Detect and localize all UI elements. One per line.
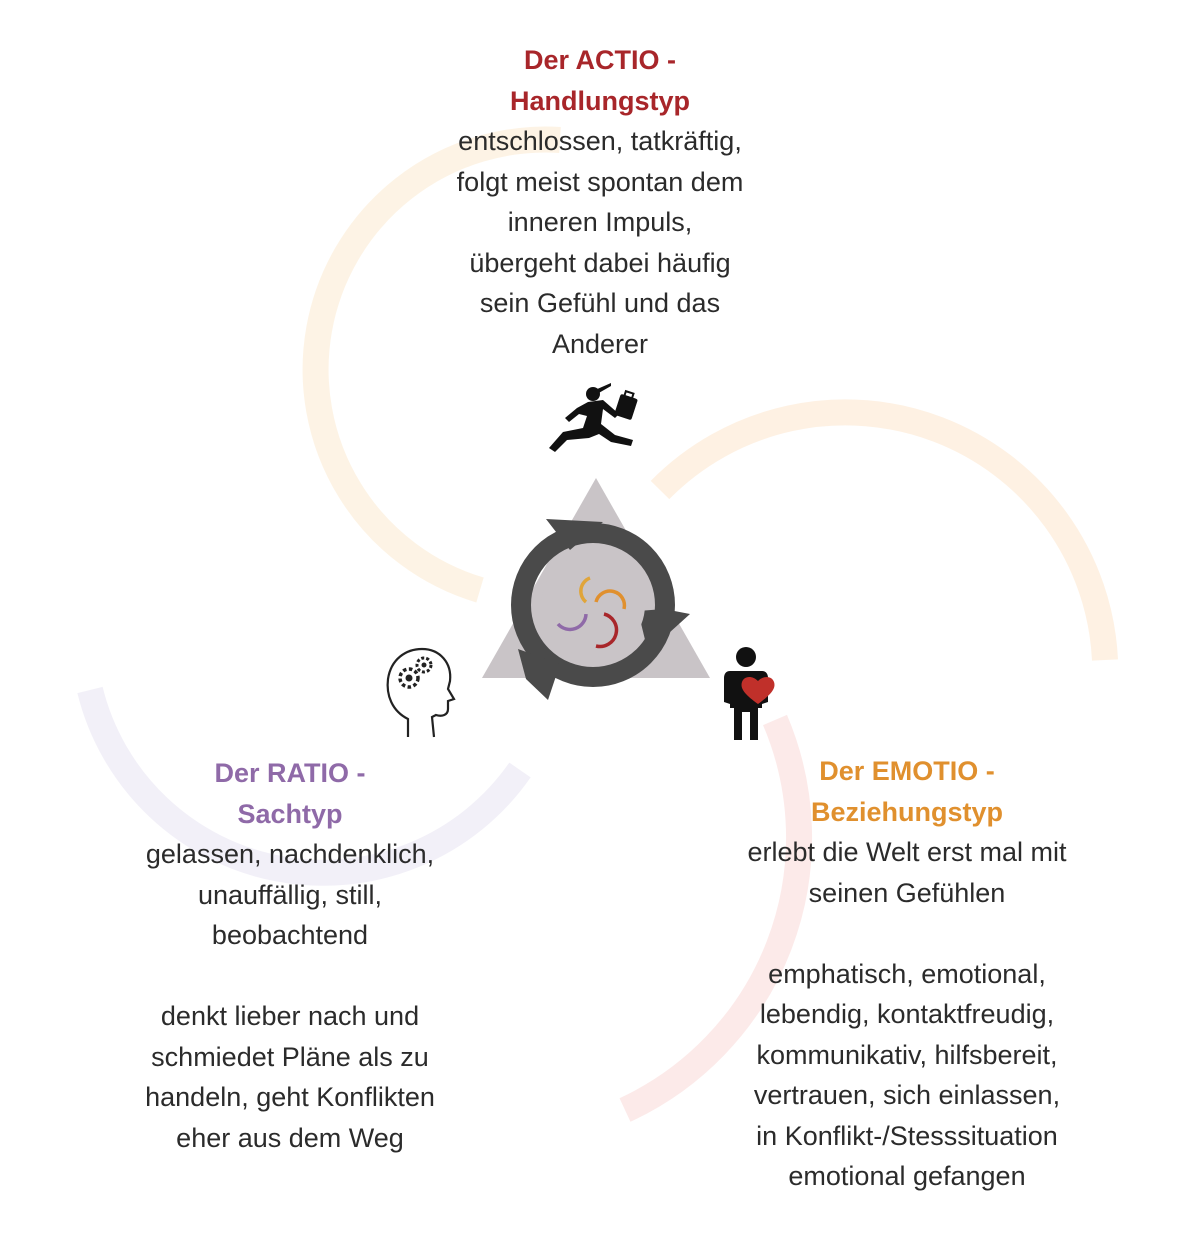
running-businessman-icon [549,383,638,452]
emotio-text-line: vertrauen, sich einlassen, [753,1080,1061,1110]
background-arc-orange [302,126,561,603]
actio-text-line: sein Gefühl und das [479,288,721,318]
emotio-text-line: erlebt die Welt erst mal mit [747,837,1067,867]
ratio-text-line: handeln, geht Konflikten [145,1082,435,1112]
actio-text-line: entschlossen, tatkräftig, [458,126,742,156]
actio-title-line-2: Handlungstyp [510,85,690,116]
ratio-text-line: eher aus dem Weg [176,1122,404,1153]
emotio-text-line: in Konflikt-/Stesssituation [756,1120,1058,1151]
cycle-arrows-triangle-icon [482,478,710,700]
emotio-text-line: emphatisch, emotional, [768,958,1046,989]
ratio-text-line: gelassen, nachdenklich, [145,839,435,869]
paragraph-gap [712,913,1102,954]
emotio-text-line: lebendig, kontaktfreudig, [759,999,1055,1029]
actio-text-line: übergeht dabei häufig [469,247,731,278]
ratio-text-line: unauffällig, still, [197,879,383,910]
ratio-block: Der RATIO - Sachtyp gelassen, nachdenkli… [110,753,470,1158]
emotio-block: Der EMOTIO - Beziehungstyp erlebt die We… [712,751,1102,1197]
emotio-text-line: emotional gefangen [788,1161,1026,1191]
emotio-title-line-2: Beziehungstyp [810,796,1004,827]
emotio-title-line-1: Der EMOTIO - [819,756,995,786]
head-with-gears-icon [386,647,456,738]
actio-title-line-1: Der ACTIO - [523,45,676,75]
actio-block: Der ACTIO - Handlungstyp entschlossen, t… [400,40,800,364]
actio-text-line: folgt meist spontan dem [456,166,744,197]
emotio-text-line: seinen Gefühlen [808,877,1006,908]
actio-text-line: Anderer [551,328,649,359]
ratio-title-line-2: Sachtyp [237,798,343,829]
actio-text-line: inneren Impuls, [507,207,693,237]
ratio-text-line: schmiedet Pläne als zu [151,1041,429,1072]
ratio-text-line: beobachtend [211,920,369,950]
ratio-text-line: denkt lieber nach und [160,1001,420,1031]
background-arc-red [619,714,813,1122]
person-with-heart-icon [724,647,775,740]
emotio-text-line: kommunikativ, hilfsbereit, [756,1039,1058,1070]
ratio-title-line-1: Der RATIO - [214,758,366,788]
background-arc-purple [77,686,531,886]
paragraph-gap [110,956,470,997]
background-arc-orange-right [650,399,1118,661]
